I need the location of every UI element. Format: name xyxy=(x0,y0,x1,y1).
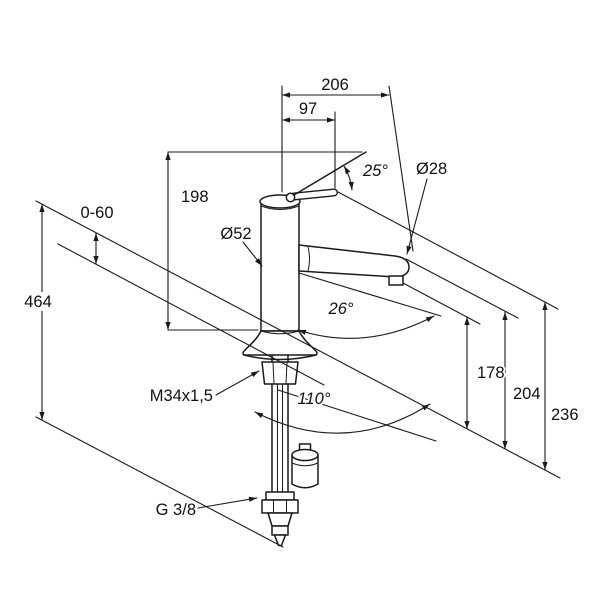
angle-110-arc xyxy=(254,403,431,434)
spout-top-reference-line xyxy=(405,258,519,319)
angle-25-label: 25° xyxy=(362,162,388,180)
hose-connector-band xyxy=(291,462,319,467)
deck-bottom-line xyxy=(57,243,325,386)
deck-top-line xyxy=(35,200,561,479)
hose-connector-body xyxy=(291,454,319,489)
extension-lines xyxy=(35,85,561,548)
bottom-reference-line xyxy=(35,416,284,548)
fitting-tip xyxy=(273,534,287,547)
fitting-nut xyxy=(261,499,299,514)
dim-206-label: 206 xyxy=(321,76,349,94)
dim-204-label: 204 xyxy=(513,385,541,403)
nut-facet-left xyxy=(272,362,275,385)
lever-top-reference-line xyxy=(337,191,559,310)
fitting-taper xyxy=(267,512,293,527)
dia-52-label: Ø52 xyxy=(220,225,251,243)
label-464-backing xyxy=(21,292,55,311)
cap-lower-line xyxy=(260,205,300,210)
dim-236-label: 236 xyxy=(551,406,579,424)
dia-28-label: Ø28 xyxy=(416,160,447,178)
spout-bottom-reference-line xyxy=(402,282,481,325)
spout-tip-extension-line xyxy=(388,85,414,252)
swivel-position-line xyxy=(298,272,442,317)
nut-facet-right xyxy=(285,362,288,385)
dim-97-label: 97 xyxy=(299,100,317,118)
dim-178-label: 178 xyxy=(477,364,505,382)
faucet xyxy=(242,151,410,547)
spout-joint-line xyxy=(307,246,310,272)
faucet-body xyxy=(260,200,300,332)
base-flange xyxy=(242,330,318,356)
dim-464-label: 464 xyxy=(24,293,52,311)
dia-52-leader xyxy=(242,241,263,267)
angle-26-label: 26° xyxy=(328,300,354,318)
dimension-lines xyxy=(39,92,548,509)
lever-pivot xyxy=(285,192,296,203)
flange-top-line xyxy=(260,330,300,335)
spout xyxy=(298,244,410,278)
angle-26-arc xyxy=(297,315,435,339)
aerator xyxy=(388,275,404,286)
dia-28-leader xyxy=(406,178,428,255)
dim-198-label: 198 xyxy=(181,188,209,206)
m34-leader xyxy=(215,370,260,396)
dim-0-60-label: 0-60 xyxy=(80,204,113,222)
lever-raised-position xyxy=(293,151,367,196)
fitting-collar xyxy=(265,491,295,501)
dimension-labels: 206 97 25° Ø28 198 0-60 Ø52 464 26° 178 … xyxy=(21,74,580,521)
angle-110-label: 110° xyxy=(298,390,331,408)
hose-connector-top xyxy=(291,448,319,462)
thread-m34-label: M34x1,5 xyxy=(150,387,213,405)
mounting-nut xyxy=(261,361,299,385)
lever-handle-fill xyxy=(291,189,337,200)
g38-leader xyxy=(197,496,258,509)
thread-g38-label: G 3/8 xyxy=(156,501,196,519)
fitting-nipple xyxy=(271,525,289,536)
angle-25-arc xyxy=(343,165,354,191)
flange-bottom-rim xyxy=(243,354,317,361)
